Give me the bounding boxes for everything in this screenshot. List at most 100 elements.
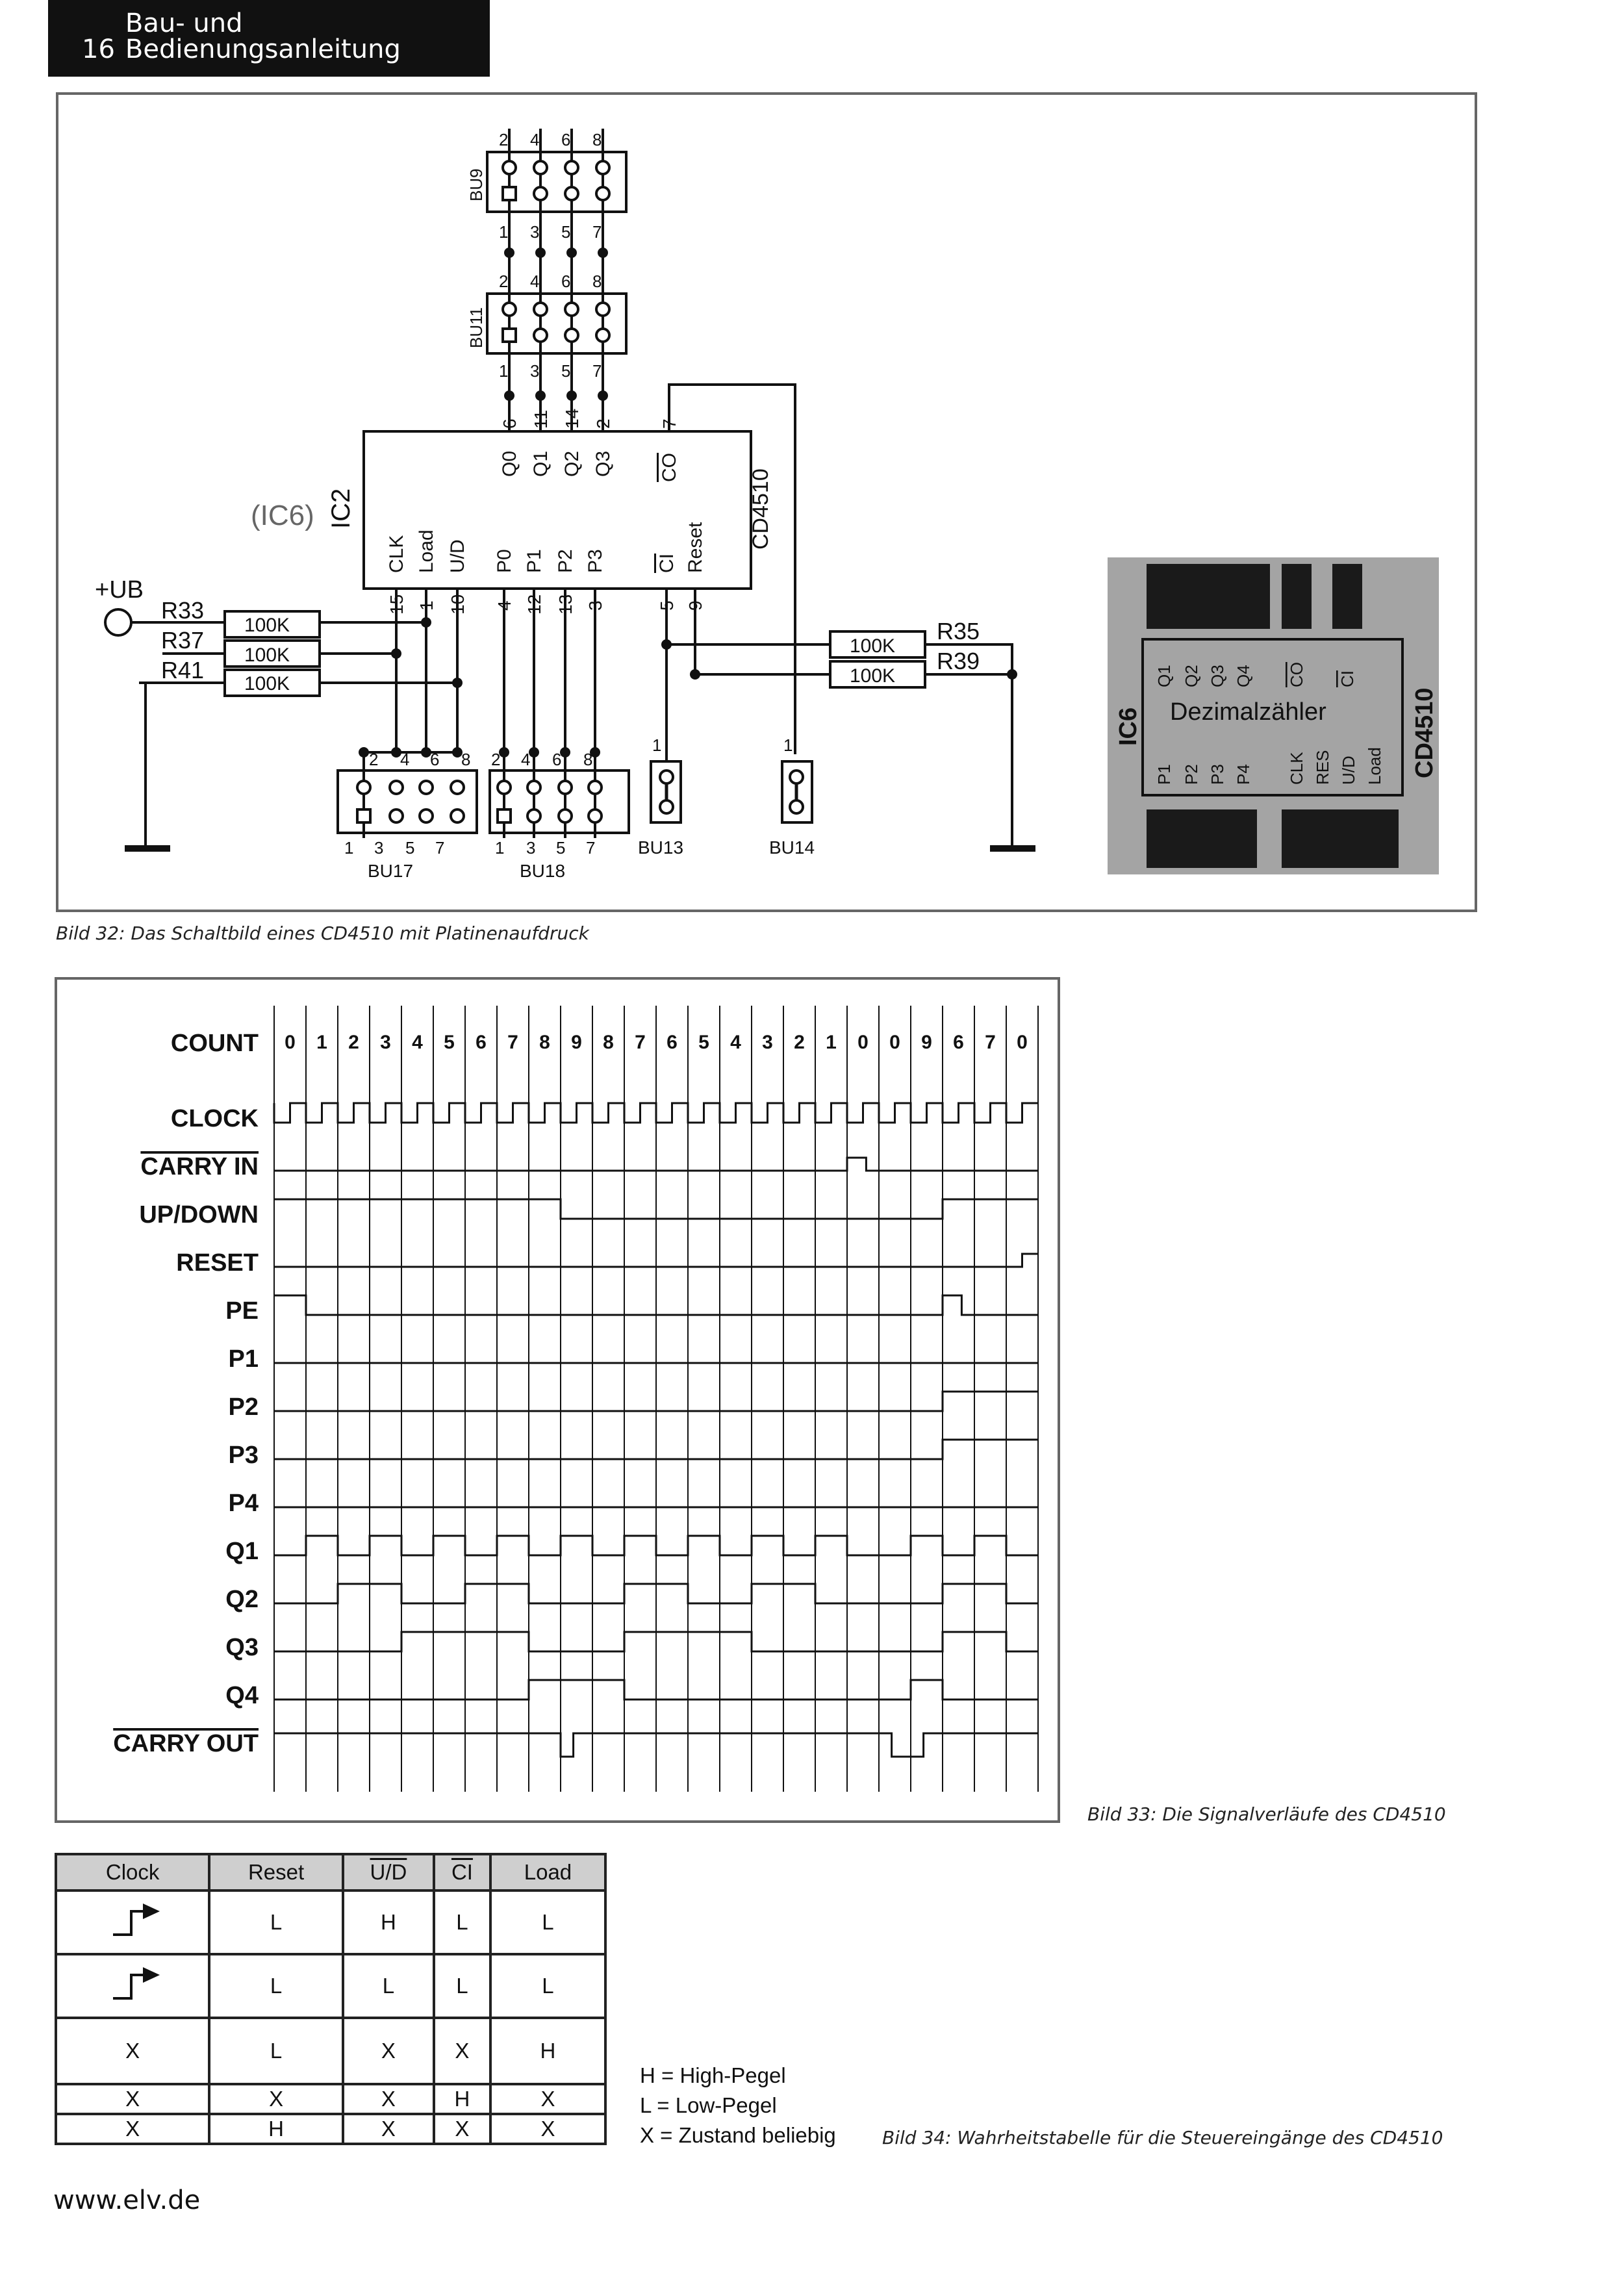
bu9-pin-3: 3 (530, 222, 539, 242)
count-value: 6 (476, 1032, 487, 1053)
r39-value: 100K (850, 665, 895, 687)
bu17-pin-7: 7 (435, 838, 444, 858)
cell: X (341, 2113, 435, 2145)
cell: X (341, 2083, 435, 2115)
r39-label: R39 (937, 648, 980, 674)
signal-label: PE (225, 1297, 259, 1325)
count-value: 3 (762, 1032, 773, 1053)
pin-label-p3: P3 (585, 549, 606, 573)
signal-label: P4 (229, 1490, 259, 1517)
table-row: L L L L (54, 1953, 607, 2019)
pcb-label-p1: P1 (1154, 764, 1174, 785)
count-value: 9 (921, 1032, 932, 1053)
cell: L (208, 1889, 344, 1955)
supply-label: +UB (95, 576, 144, 604)
count-value: 6 (666, 1032, 678, 1053)
signal-waveform (274, 1438, 1038, 1460)
cell: H (341, 1889, 435, 1955)
page-number: 16 (82, 34, 115, 64)
pin-num-6: 6 (500, 418, 520, 429)
pin-num-10: 10 (448, 594, 468, 615)
signal-label: CLOCK (171, 1105, 259, 1132)
bu17-pin-2: 2 (369, 750, 378, 769)
truth-table-header: Clock Reset U/D CI Load (54, 1853, 607, 1892)
signal-label: P1 (229, 1345, 259, 1373)
pcb-label-co: CO (1287, 662, 1306, 687)
cell: H (432, 2083, 492, 2115)
pin-label-q2: Q2 (561, 451, 583, 477)
count-value: 8 (603, 1032, 614, 1053)
signal-waveform (274, 1294, 1038, 1316)
bu18-pin-4: 4 (521, 750, 530, 769)
r41-value: 100K (244, 673, 290, 694)
timing-caption: Bild 33: Die Signalverläufe des CD4510 (1087, 1803, 1446, 1825)
count-value: 0 (285, 1032, 296, 1053)
bu17-label: BU17 (368, 861, 413, 881)
pin-label-load: Load (416, 529, 437, 573)
cell: L (208, 2017, 344, 2085)
ic-name-label: IC2 (327, 489, 355, 529)
count-value: 3 (380, 1032, 391, 1053)
cell: X (488, 2113, 607, 2145)
r33-label: R33 (161, 597, 204, 624)
schematic-frame: (IC6) IC2 CD4510 +UB R33 R37 R41 100K 10… (56, 92, 1477, 912)
bu11-pin-5: 5 (561, 361, 570, 381)
cell: X (488, 2083, 607, 2115)
count-value: 2 (348, 1032, 359, 1053)
col-reset: Reset (208, 1853, 344, 1892)
bu18-pin-2: 2 (491, 750, 500, 769)
pin-num-15: 15 (387, 594, 407, 615)
pin-label-reset: Reset (685, 522, 706, 573)
table-row: L H L L (54, 1889, 607, 1955)
bu11-pin-7: 7 (592, 361, 602, 381)
bu11-label: BU11 (466, 307, 486, 348)
count-value: 2 (794, 1032, 805, 1053)
pcb-label-p4: P4 (1234, 764, 1253, 785)
pin-label-q0: Q0 (499, 451, 520, 477)
rising-edge-icon (54, 1889, 211, 1955)
col-load: Load (488, 1853, 607, 1892)
r37-label: R37 (161, 627, 204, 654)
bu11-pin-8: 8 (592, 272, 602, 291)
pin-num-12: 12 (524, 594, 544, 615)
signal-waveform (274, 1198, 1038, 1220)
bu11-pin-3: 3 (530, 361, 539, 381)
pin-label-p0: P0 (494, 549, 515, 573)
r35-value: 100K (850, 635, 895, 657)
pcb-label-q2: Q2 (1182, 665, 1201, 687)
count-value: 0 (889, 1032, 900, 1053)
signal-waveform (274, 1583, 1038, 1605)
cell: X (54, 2113, 211, 2145)
pin-num-2: 2 (593, 418, 613, 429)
count-value: 5 (444, 1032, 455, 1053)
pin-label-p1: P1 (524, 549, 545, 573)
page-header: 16 Bau- und Bedienungsanleitung (48, 0, 490, 77)
legend-high: H = High-Pegel (640, 2063, 786, 2087)
pin-label-clk: CLK (386, 535, 407, 573)
pcb-name-label: Dezimalzähler (1170, 698, 1326, 726)
bu9-pin-7: 7 (592, 222, 602, 242)
bu17-pin-4: 4 (400, 750, 409, 769)
cell: L (341, 1953, 435, 2019)
bu14-label: BU14 (769, 837, 815, 858)
pcb-label-q4: Q4 (1234, 665, 1253, 687)
signal-waveform (274, 1253, 1038, 1268)
count-value: 9 (571, 1032, 582, 1053)
cell: X (54, 2017, 211, 2085)
legend-any: X = Zustand beliebig (640, 2123, 836, 2147)
count-value: 7 (507, 1032, 518, 1053)
count-value: 0 (857, 1032, 869, 1053)
ic-type-label: CD4510 (748, 468, 773, 550)
schematic-diagram: (IC6) IC2 CD4510 +UB R33 R37 R41 100K 10… (95, 129, 1035, 881)
count-value: 5 (698, 1032, 709, 1053)
cell: L (432, 1953, 492, 2019)
table-row: X X X H X (54, 2083, 607, 2115)
legend-low: L = Low-Pegel (640, 2093, 777, 2117)
pin-num-4: 4 (494, 600, 514, 611)
signal-waveform (274, 1732, 1038, 1758)
signal-waveform (274, 1631, 1038, 1653)
pcb-label-p3: P3 (1208, 764, 1227, 785)
bu11-pin-6: 6 (561, 272, 570, 291)
bu17-pin-8: 8 (461, 750, 470, 769)
